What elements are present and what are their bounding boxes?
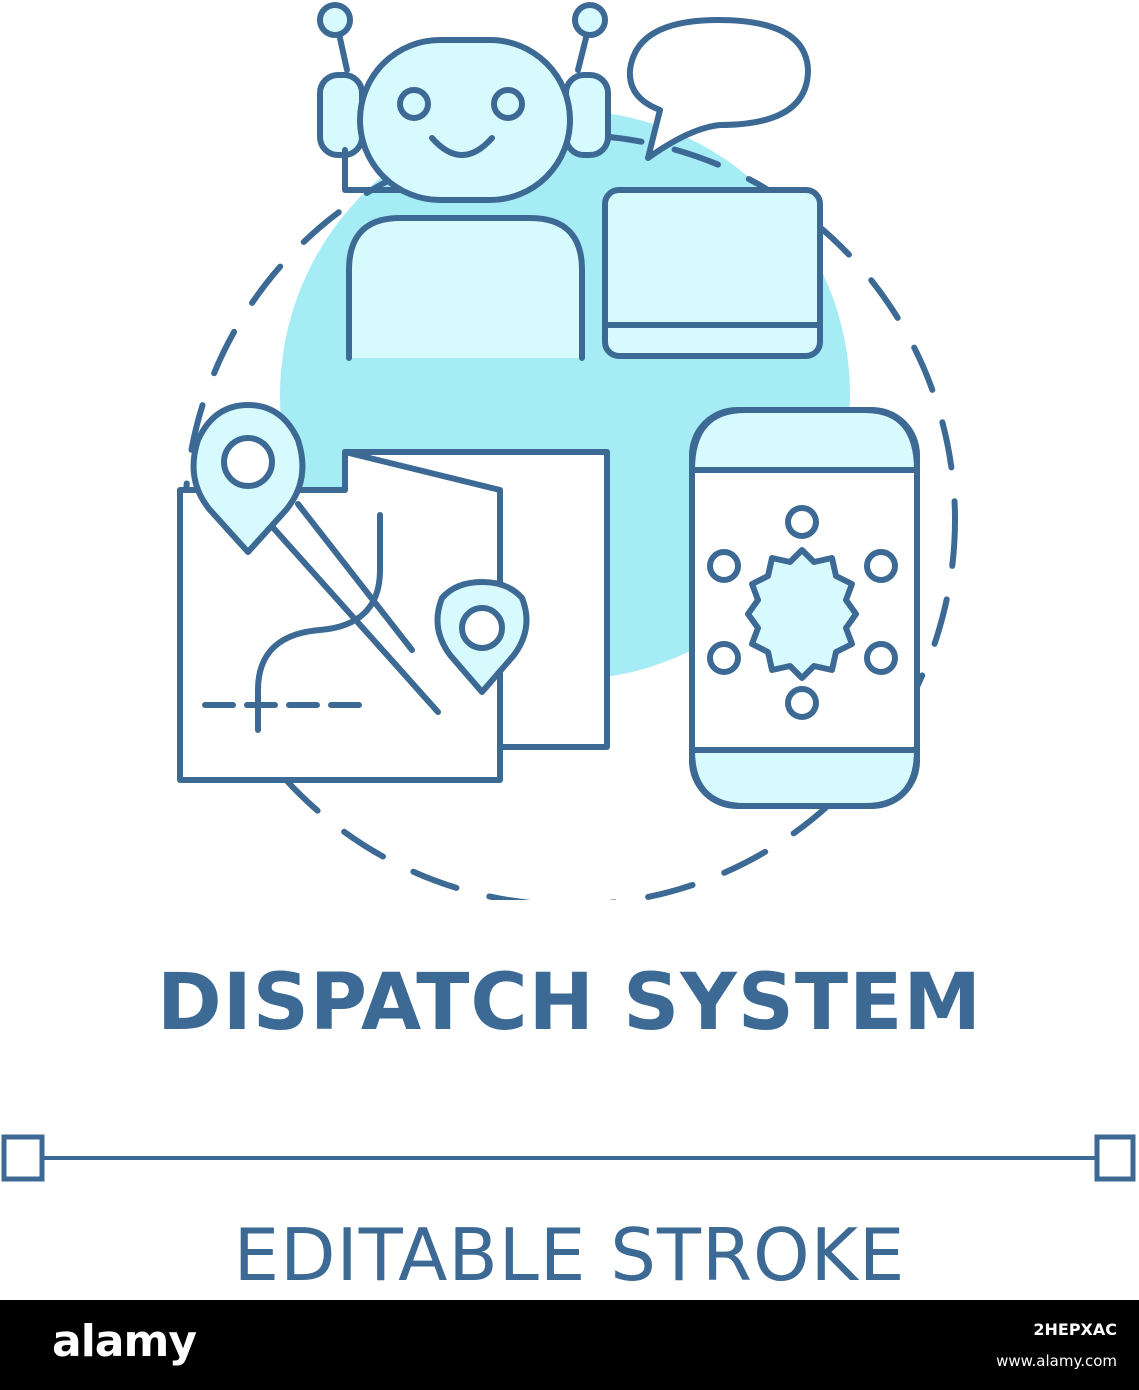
- alamy-logo: alamy: [52, 1316, 197, 1367]
- site-url: www.alamy.com: [996, 1352, 1117, 1370]
- laptop-icon: [602, 187, 823, 359]
- left-handle-icon: [1, 1134, 45, 1182]
- speech-bubble-icon: [626, 17, 811, 161]
- subtitle: EDITABLE STROKE: [233, 1213, 906, 1297]
- right-handle-icon: [1094, 1134, 1136, 1182]
- page-title: DISPATCH SYSTEM: [156, 958, 983, 1048]
- gear-icon: [745, 547, 859, 681]
- robot-icon: [317, 2, 611, 361]
- smartphone-icon: [689, 407, 920, 809]
- dispatch-system-illustration: [177, 2, 958, 900]
- location-pin-icon: [190, 402, 306, 555]
- editable-stroke-bar: [1, 1134, 1136, 1182]
- location-pin-icon-2: [434, 579, 530, 695]
- image-id: 2HEPXAC: [1033, 1320, 1117, 1339]
- footer-bar: alamy 2HEPXAC www.alamy.com: [0, 1300, 1139, 1390]
